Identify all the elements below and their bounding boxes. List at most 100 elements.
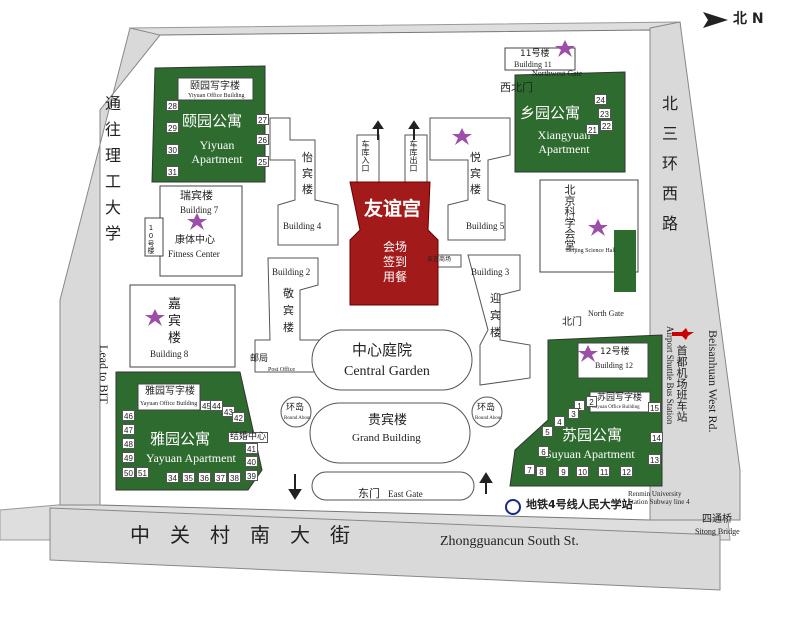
unit-number-suyuan: 6 [538,446,549,457]
unit-number-yiyuan: 28 [166,100,179,111]
science-hall-cn: 北京科学会堂 [563,184,576,250]
gate-northwest-en: Northwest Gate [532,69,583,78]
building3-cn: 迎宾楼 [490,292,501,339]
compass-label: 北 N [733,11,764,27]
east-gate-cn: 东门 [358,487,380,500]
unit-number-yiyuan: 27 [256,114,269,125]
sitong-cn: 四通桥 [702,514,732,525]
jiehun-label: 结婚中心 [228,432,269,443]
gate-north-cn: 北门 [562,317,582,328]
airplane-icon [672,328,694,340]
building4-shape [269,117,339,246]
building4-cn: 怡宾楼 [302,151,313,196]
unit-number-suyuan: 12 [620,466,633,477]
yiyuan-apt-en: Yiyuan Apartment [191,138,243,166]
central-garden-en: Central Garden [344,364,430,379]
unit-number-suyuan: 1 [574,400,585,411]
unit-number-yayuan: 48 [122,438,135,449]
post-cn: 邮局 [250,354,269,364]
yiyuan-apt-cn: 颐园公寓 [182,112,243,130]
star-icon [452,128,472,145]
south-road-cn: 中关村南大街 [130,523,370,547]
unit-number-suyuan: 9 [558,466,569,477]
unit-number-yiyuan: 31 [166,166,179,177]
east-gate-shape [311,471,475,501]
star-icon [187,213,207,230]
gate-northwest-cn: 西北门 [500,81,533,94]
subway-en: Renmin University Station Subway line 4 [628,490,690,506]
east-road [649,21,741,521]
yayuan-office-en: Yayuan Office Building [140,401,198,407]
unit-number-xiangyuan: 22 [600,120,613,131]
garage-entrance-label: 车库入口 [361,140,370,172]
yayuan-office-cn: 雅园写字楼 [145,386,195,397]
star-icon [578,345,598,362]
unit-number-suyuan: 3 [568,408,579,419]
south-road-en: Zhongguancun South St. [440,534,579,549]
star-icon [555,40,575,57]
building8-cn: 嘉宾楼 [168,297,182,346]
building7-en: Building 7 [180,205,219,215]
unit-number-yayuan: 41 [245,443,258,454]
unit-number-yayuan: 35 [182,472,195,483]
star-icon [145,309,165,326]
roundabout-right [471,396,503,428]
building8-en: Building 8 [150,349,189,359]
building7-pad [159,185,243,277]
yayuan-office-pad [137,383,201,411]
airport-bus-en: Airport Shuttle Bus Station [665,326,675,425]
unit-number-suyuan: 8 [536,466,547,477]
yiyuan-office-en: Yiyuan Office Building [188,93,245,99]
unit-number-yayuan: 42 [232,412,245,423]
unit-number-yayuan: 34 [166,472,179,483]
west-road-en: Lead to BIT [97,345,111,404]
palace-note: 会场签到用餐 [382,240,407,284]
roundabout-left-en: Round About [284,416,311,421]
yayuan-apt-en: Yayuan Apartment [146,451,236,465]
unit-number-yayuan: 40 [245,456,258,467]
unit-number-xiangyuan: 24 [594,94,607,105]
shop-label: 友谊商场 [427,256,452,263]
east-gate-en: East Gate [388,489,423,499]
building4-en: Building 4 [283,221,322,231]
airport-bus-cn: 首都机场班车站 [675,345,688,422]
xiangyuan-cn: 乡园公寓 [520,104,581,122]
grand-cn: 贵宾楼 [368,413,408,428]
building7-cn: 瑞宾楼 [180,189,213,202]
building3-shape [467,254,531,386]
unit-number-suyuan: 5 [542,426,553,437]
science-hall-green [614,230,636,292]
suyuan-apt-en: Suyuan Apartment [545,447,635,461]
palace-cn: 友谊宫 [364,198,422,220]
unit-number-suyuan: 14 [650,432,663,443]
unit-number-yiyuan: 30 [166,144,179,155]
building10-pad [144,217,164,257]
unit-number-yayuan: 51 [136,467,149,478]
building12-cn: 12号楼 [600,347,630,357]
garage-exit-label: 车库出口 [409,140,418,172]
unit-number-suyuan: 2 [586,396,597,407]
subway-logo-icon [505,499,521,515]
friendship-palace [349,181,439,306]
yiyuan-office-cn: 颐园写字楼 [190,81,240,92]
unit-number-yayuan: 37 [214,472,227,483]
building8-pad [129,284,236,368]
building11-en: Building 11 [514,60,552,69]
unit-number-suyuan: 7 [524,464,535,475]
unit-number-suyuan: 15 [648,402,661,413]
star-markers [145,40,608,362]
east-road-cn: 北三环西路 [659,95,678,245]
xiangyuan-en: Xiangyuan Apartment [537,128,591,156]
subway-cn: 地铁4号线人民大学站 [526,498,633,511]
unit-number-yayuan: 46 [122,410,135,421]
yiyuan-office-pad [177,77,254,101]
building11-pad [504,47,576,71]
unit-number-yiyuan: 29 [166,122,179,133]
building2-cn: 敬宾楼 [283,287,294,334]
unit-number-yiyuan: 25 [256,156,269,167]
unit-number-suyuan: 13 [648,454,661,465]
west-road-cn: 通往理工大学 [102,95,121,251]
post-en: Post Office [268,367,296,373]
